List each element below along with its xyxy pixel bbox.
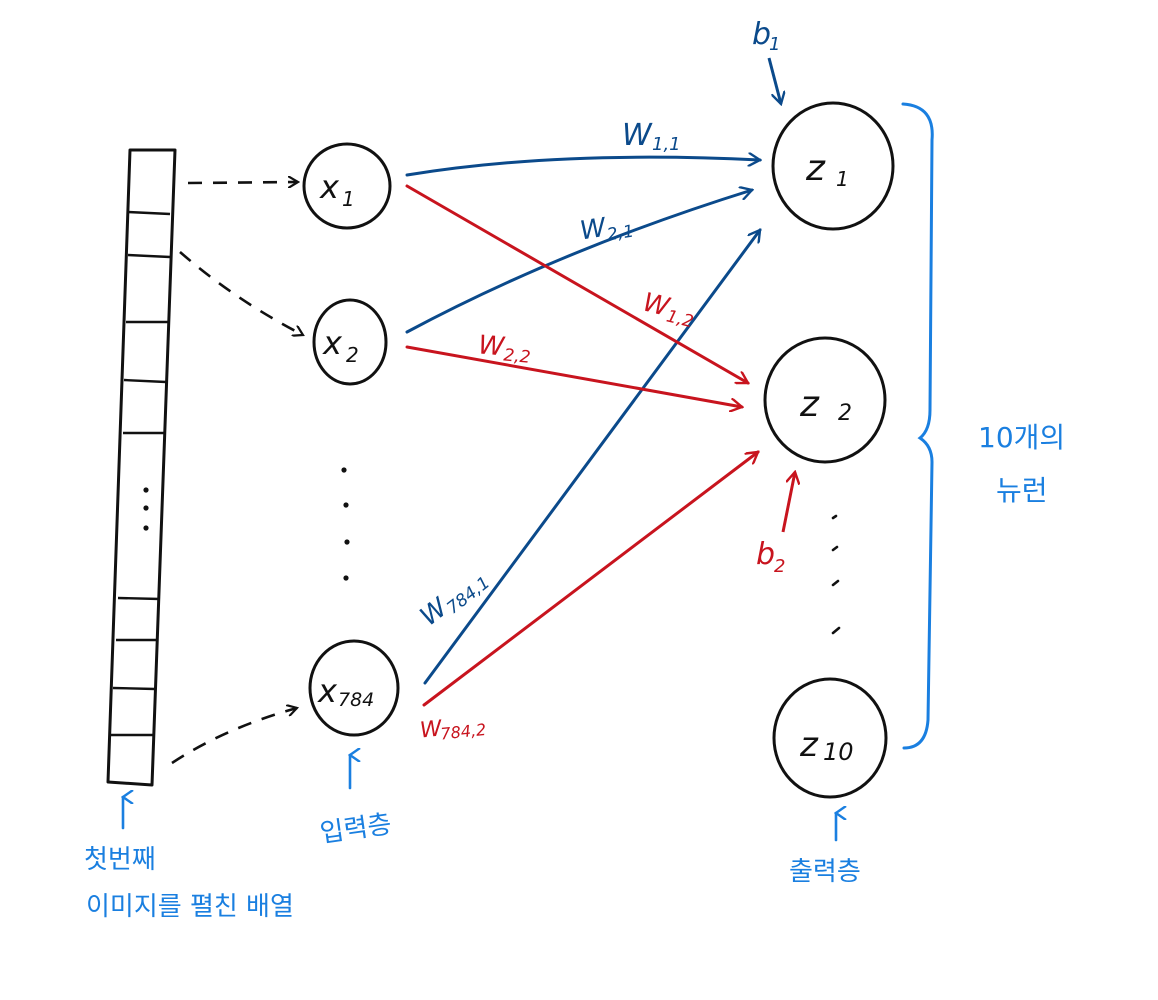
weight-w21: W 2,1: [578, 213, 636, 247]
weight-w784-2-sub: 784,2: [440, 720, 488, 744]
output-layer-brace: [901, 102, 934, 750]
dashed-arrow-x2: [179, 251, 303, 335]
weight-w11-sub: 1,1: [652, 134, 681, 155]
weight-w22-base: W: [477, 330, 507, 362]
array-ellipsis: [143, 487, 149, 531]
weight-w12: W 1,2: [640, 288, 696, 333]
flattened-array-caption-2: 이미지를 펼친 배열: [86, 892, 294, 922]
output-node-z1: z 1: [771, 101, 895, 231]
input-node-x2: x 2: [312, 298, 388, 386]
input-label-x784-base: x: [317, 672, 338, 710]
output-layer-nodes: z 1 z 2 z 10: [763, 101, 895, 799]
input-label-x2-sub: 2: [346, 343, 359, 367]
connections-to-z2: [405, 184, 758, 707]
array-cells: [111, 210, 171, 737]
output-label-z10-base: z: [799, 725, 819, 765]
dashed-arrow-x1: [187, 182, 298, 183]
input-label-x784-sub: 784: [338, 689, 374, 711]
weight-w21-base: W: [578, 213, 609, 247]
weight-w784-1-sub: 784,1: [443, 573, 494, 619]
connection-x1-z2: [405, 184, 748, 385]
input-node-x1: x 1: [302, 142, 392, 230]
weight-w784-2-base: W: [419, 716, 444, 743]
output-node-z2: z 2: [763, 336, 887, 464]
flattened-array-caption-1: 첫번째: [84, 845, 156, 875]
output-label-z1-base: z: [805, 148, 826, 189]
weight-w21-sub: 2,1: [606, 221, 636, 245]
input-node-x784: x 784: [308, 639, 400, 737]
input-layer-caption: 입력층: [318, 809, 393, 849]
output-label-z2-base: z: [799, 384, 820, 425]
weight-labels: W 1,1 W 2,1 W 1,2 W 2,2 W 784,1 W 784,2: [415, 118, 696, 744]
output-ellipsis: [831, 514, 841, 635]
weight-w22-sub: 2,2: [503, 345, 532, 367]
bias-b2-sub: 2: [774, 556, 785, 577]
weight-w22: W 2,2: [477, 330, 532, 367]
dashed-arrows: [171, 182, 303, 765]
weight-w784-2: W 784,2: [419, 716, 488, 744]
weight-w11: W 1,1: [622, 118, 681, 155]
connection-x2-z1: [405, 190, 752, 334]
output-node-z10: z 10: [772, 677, 888, 799]
input-label-x1-sub: 1: [342, 187, 355, 211]
weight-w12-sub: 1,2: [664, 306, 695, 332]
bias-b2-base: b: [756, 537, 775, 572]
bias-b2: b 2: [756, 472, 795, 577]
weight-w11-base: W: [622, 118, 653, 153]
input-layer-nodes: x 1 x 2 x 784: [302, 142, 400, 737]
bias-b1-base: b: [752, 17, 771, 52]
neurons-caption-1: 10개의: [978, 421, 1065, 454]
bias-b1-sub: 1: [769, 34, 780, 55]
output-label-z2-sub: 2: [838, 401, 852, 426]
output-layer-caption: 출력층: [789, 857, 861, 887]
input-label-x1-base: x: [319, 168, 340, 206]
dashed-arrow-x784: [171, 708, 297, 765]
connection-x1-z1: [405, 157, 760, 177]
connection-x784-z1: [423, 230, 762, 685]
input-label-x2-base: x: [322, 324, 343, 362]
connection-x784-z2: [422, 450, 758, 707]
output-label-z1-sub: 1: [836, 167, 849, 191]
connections-to-z1: [405, 157, 762, 685]
weight-w784-1: W 784,1: [415, 573, 494, 632]
input-ellipsis: [341, 467, 350, 581]
output-label-z10-sub: 10: [823, 738, 854, 766]
annotation-arrows: [123, 755, 836, 842]
flattened-array: [106, 148, 177, 787]
annotation-texts: 첫번째 이미지를 펼친 배열 입력층 출력층 10개의 뉴런: [84, 421, 1065, 922]
bias-b1: b 1: [752, 17, 781, 104]
neurons-caption-2: 뉴런: [996, 474, 1048, 507]
connection-x2-z2: [405, 345, 742, 407]
